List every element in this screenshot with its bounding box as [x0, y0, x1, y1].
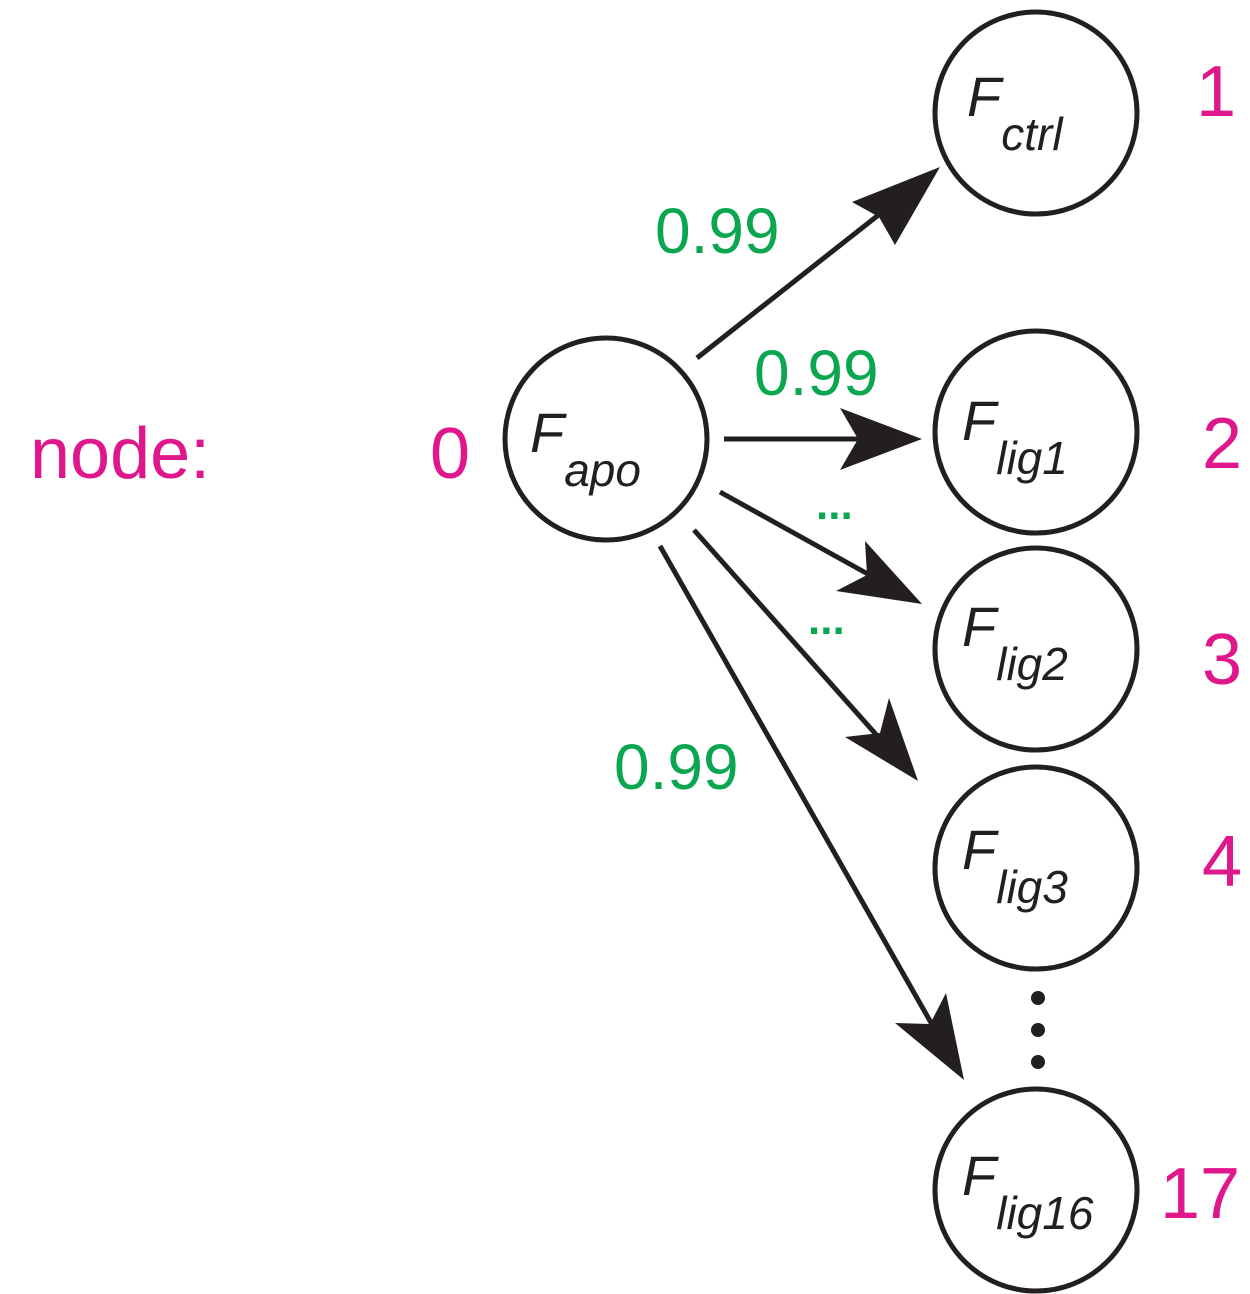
node-indices: node: 0 1 2 3 4 17	[30, 52, 1242, 1234]
node-apo: Fapo	[502, 335, 710, 543]
svg-text:Fapo: Fapo	[530, 401, 641, 496]
edge-weight-lig1: 0.99	[754, 337, 879, 409]
edge-apo-lig1	[724, 408, 922, 470]
node-main-lig3: F	[962, 818, 999, 881]
node-index-lig1: 2	[1202, 404, 1242, 484]
edge-weight-lig3: ...	[808, 595, 845, 644]
edge-weights: 0.99 0.99 ... ... 0.99	[614, 195, 879, 803]
node-ctrl: Fctrl	[932, 9, 1140, 217]
svg-text:Flig3: Flig3	[962, 818, 1068, 913]
svg-text:Flig1: Flig1	[962, 389, 1068, 484]
node-lig2: Flig2	[932, 545, 1140, 753]
node-main-lig2: F	[962, 595, 999, 658]
node-lig3: Flig3	[932, 764, 1140, 972]
edge-apo-lig16	[657, 544, 964, 1080]
node-main-lig16: F	[962, 1144, 999, 1207]
node-index-lig16: 17	[1160, 1154, 1240, 1234]
node-sub-ctrl: ctrl	[1001, 108, 1064, 160]
node-sub-lig16: lig16	[996, 1187, 1094, 1239]
edge-apo-ctrl	[695, 167, 940, 360]
node-lig16: Flig16	[932, 1086, 1140, 1294]
node-prefix-label: node:	[30, 414, 210, 494]
node-main-apo: F	[530, 401, 567, 464]
vertical-ellipsis	[1031, 991, 1045, 1069]
svg-text:Fctrl: Fctrl	[967, 65, 1064, 160]
node-lig1: Flig1	[932, 328, 1140, 536]
node-index-lig3: 4	[1202, 822, 1242, 902]
node-index-ctrl: 1	[1196, 52, 1236, 132]
node-index-apo: 0	[430, 414, 470, 494]
node-main-lig1: F	[962, 389, 999, 452]
node-index-lig2: 3	[1202, 620, 1242, 700]
edge-apo-lig2	[718, 489, 922, 604]
edge-weight-lig2: ...	[816, 480, 853, 529]
node-sub-lig3: lig3	[996, 861, 1068, 913]
svg-text:Flig2: Flig2	[962, 595, 1068, 690]
edge-weight-ctrl: 0.99	[655, 195, 780, 267]
node-main-ctrl: F	[967, 65, 1004, 128]
edge-weight-lig16: 0.99	[614, 731, 739, 803]
node-sub-lig1: lig1	[996, 432, 1068, 484]
edge-apo-lig3	[692, 528, 918, 781]
node-sub-apo: apo	[564, 444, 641, 496]
node-sub-lig2: lig2	[996, 638, 1068, 690]
edges	[657, 167, 964, 1080]
svg-text:Flig16: Flig16	[962, 1144, 1094, 1239]
